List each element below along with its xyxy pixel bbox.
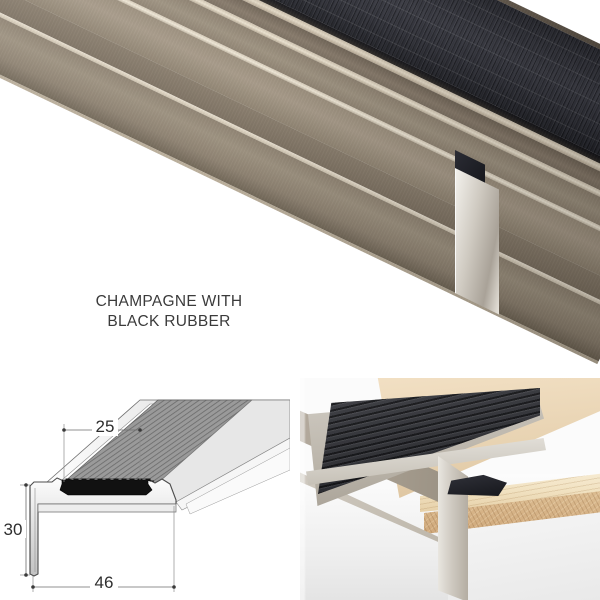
profile-cut-end-face bbox=[455, 168, 499, 315]
dimension-label-30: 30 bbox=[4, 520, 23, 539]
drawing-rubber-insert bbox=[59, 478, 154, 496]
dimension-profile-height: 30 bbox=[2, 483, 30, 577]
product-caption: CHAMPAGNE WITH BLACK RUBBER bbox=[34, 292, 304, 332]
dimension-rubber-width: 25 bbox=[62, 417, 142, 482]
dimension-label-46: 46 bbox=[95, 573, 114, 592]
technical-drawing-panel: 25 30 46 bbox=[0, 378, 290, 600]
nosing-end-section bbox=[438, 456, 468, 600]
cross-section-drawing: 25 30 46 bbox=[2, 399, 290, 592]
caption-line-2: BLACK RUBBER bbox=[107, 313, 231, 330]
installation-photo-panel bbox=[300, 378, 600, 600]
drawing-isometric-body bbox=[37, 399, 290, 515]
caption-line-1: CHAMPAGNE WITH bbox=[95, 293, 243, 310]
dimension-label-25: 25 bbox=[96, 417, 115, 436]
hero-product-photo: CHAMPAGNE WITH BLACK RUBBER bbox=[0, 0, 600, 365]
drawing-profile-outline bbox=[29, 477, 177, 577]
dimension-profile-width: 46 bbox=[31, 506, 176, 592]
